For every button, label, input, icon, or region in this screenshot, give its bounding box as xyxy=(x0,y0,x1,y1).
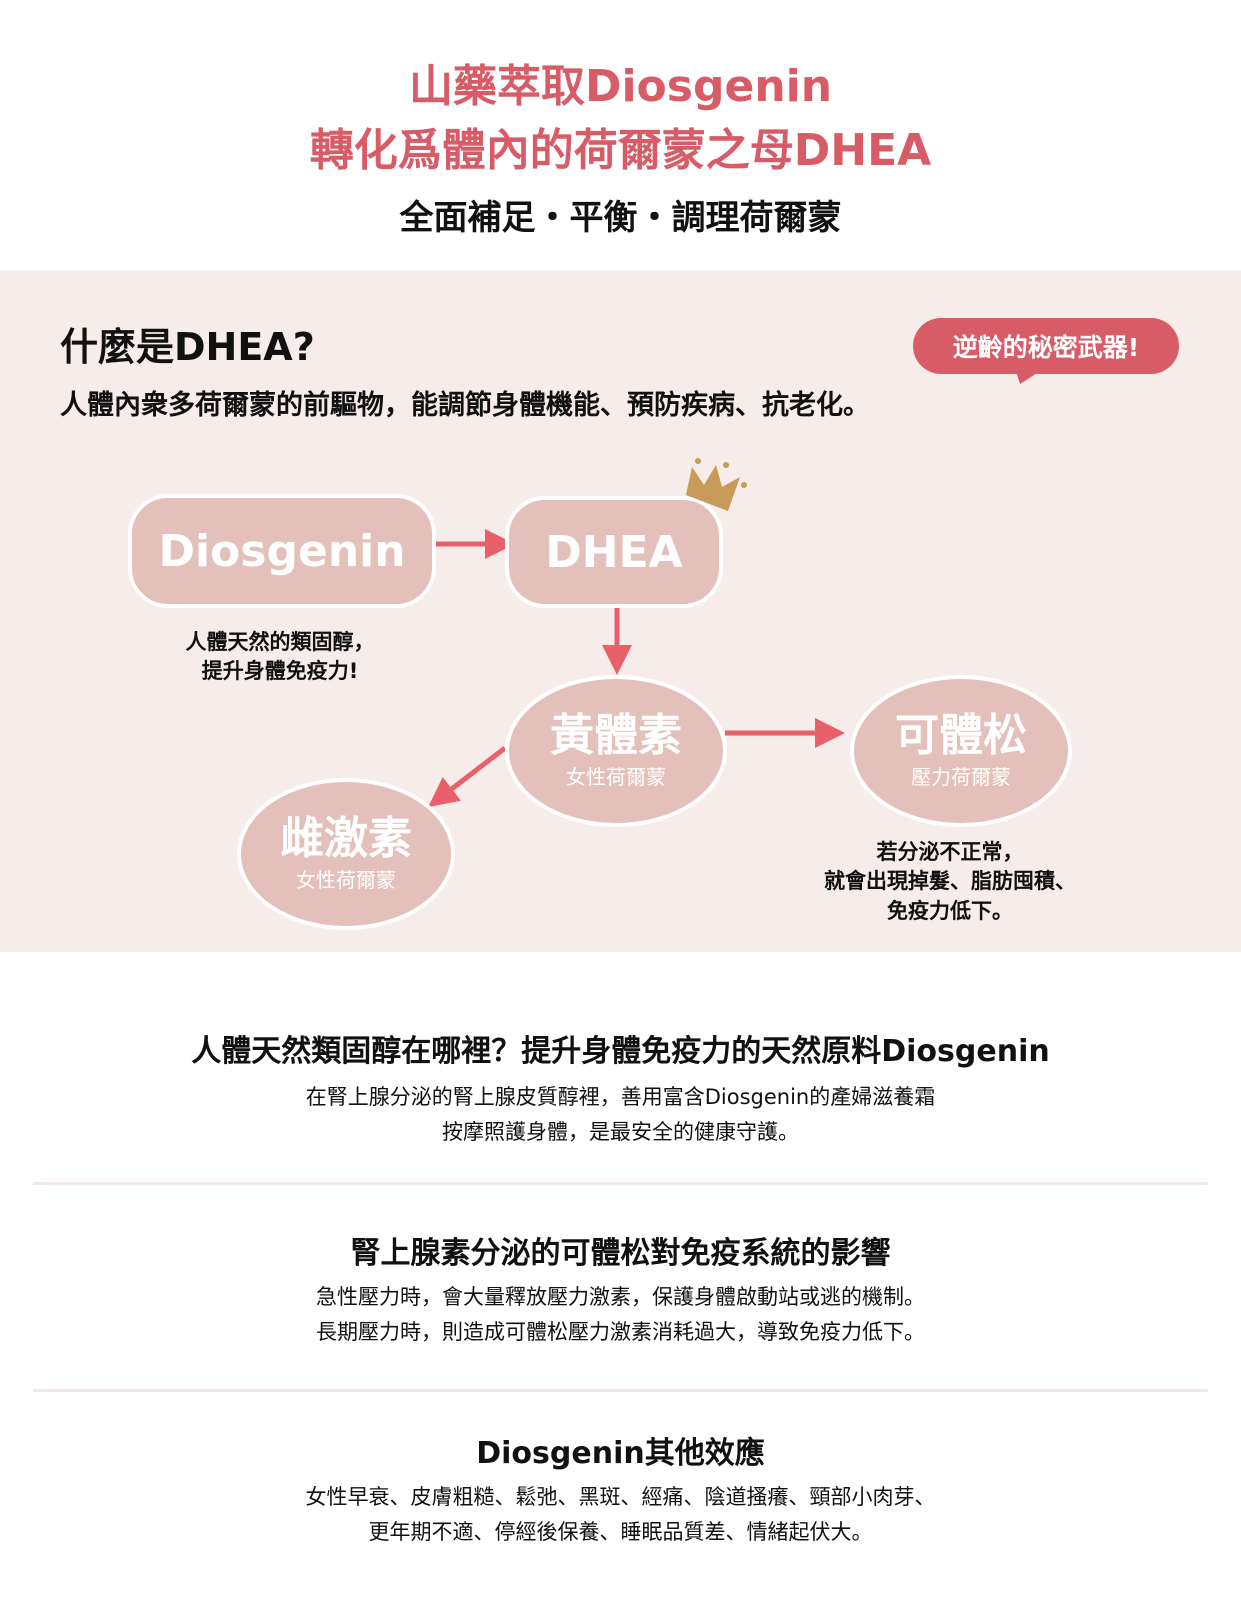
divider xyxy=(33,1389,1208,1392)
dhea-description: 人體內衆多荷爾蒙的前驅物，能調節身體機能、預防疾病、抗老化。 xyxy=(60,390,870,421)
section-3-title: Diosgenin其他效應 xyxy=(476,1436,765,1471)
dhea-panel xyxy=(0,270,1241,952)
text-line: 急性壓力時，會大量釋放壓力激素，保護身體啟動站或逃的機制。 xyxy=(316,1285,925,1309)
bubble-tail-icon xyxy=(1015,368,1045,384)
section-1-title: 人體天然類固醇在哪裡？提升身體免疫力的天然原料Diosgenin xyxy=(191,1034,1050,1069)
text-line: 更年期不適、停經後保養、睡眠品質差、情緒起伏大。 xyxy=(368,1519,873,1544)
node-label: Diosgenin xyxy=(158,525,406,577)
anti-aging-bubble: 逆齡的秘密武器! xyxy=(913,318,1179,374)
node-label: 雌激素 xyxy=(280,813,412,865)
note-line: 免疫力低下。 xyxy=(887,898,1013,923)
node-estrogen: 雌激素女性荷爾蒙 xyxy=(237,778,455,930)
node-label: DHEA xyxy=(545,526,683,578)
section-3-text: 女性早衰、皮膚粗糙、鬆弛、黑斑、經痛、陰道搔癢、頸部小肉芽、更年期不適、停經後保… xyxy=(0,1480,1241,1549)
text-line: 按摩照護身體，是最安全的健康守護。 xyxy=(442,1119,799,1144)
flow-arrows xyxy=(428,529,845,808)
note-line: 就會出現掉髮、脂肪囤積、 xyxy=(824,869,1076,894)
diosgenin-note: 人體天然的類固醇， 提升身體免疫力! xyxy=(150,628,410,687)
title-line-2: 轉化爲體內的荷爾蒙之母DHEA xyxy=(309,125,932,176)
text-line: 女性早衰、皮膚粗糙、鬆弛、黑斑、經痛、陰道搔癢、頸部小肉芽、 xyxy=(305,1485,936,1509)
crown-icon xyxy=(686,458,747,511)
node-diosgenin: Diosgenin xyxy=(128,494,436,608)
section-2-text: 急性壓力時，會大量釋放壓力激素，保護身體啟動站或逃的機制。長期壓力時，則造成可體… xyxy=(0,1280,1241,1349)
node-sublabel: 女性荷爾蒙 xyxy=(296,867,396,892)
node-sublabel: 壓力荷爾蒙 xyxy=(911,764,1011,789)
node-dhea: DHEA xyxy=(505,496,723,608)
node-label: 黃體素 xyxy=(550,710,682,762)
divider xyxy=(33,1182,1208,1185)
section-1-text: 在腎上腺分泌的腎上腺皮質醇裡，善用富含Diosgenin的產婦滋養霜按摩照護身體… xyxy=(0,1080,1241,1149)
node-progesterone: 黃體素女性荷爾蒙 xyxy=(505,675,727,827)
dhea-heading: 什麼是DHEA? xyxy=(60,325,315,369)
title-line-1: 山藥萃取Diosgenin xyxy=(408,61,833,112)
note-line: 人體天然的類固醇， xyxy=(185,630,375,654)
note-line: 提升身體免疫力! xyxy=(201,659,359,684)
bubble-text: 逆齡的秘密武器! xyxy=(952,333,1140,362)
node-label: 可體松 xyxy=(895,710,1027,762)
node-sublabel: 女性荷爾蒙 xyxy=(566,764,666,789)
text-line: 長期壓力時，則造成可體松壓力激素消耗過大，導致免疫力低下。 xyxy=(316,1319,925,1344)
subtitle: 全面補足・平衡・調理荷爾蒙 xyxy=(399,198,842,238)
note-line: 若分泌不正常， xyxy=(876,840,1024,864)
text-line: 在腎上腺分泌的腎上腺皮質醇裡，善用富含Diosgenin的產婦滋養霜 xyxy=(305,1085,936,1109)
arrow-progesterone-estrogen xyxy=(428,746,507,808)
section-2-title: 腎上腺素分泌的可體松對免疫系統的影響 xyxy=(350,1236,891,1271)
node-cortisol: 可體松壓力荷爾蒙 xyxy=(850,675,1072,827)
cortisol-note: 若分泌不正常， 就會出現掉髮、脂肪囤積、免疫力低下。 xyxy=(790,838,1110,926)
